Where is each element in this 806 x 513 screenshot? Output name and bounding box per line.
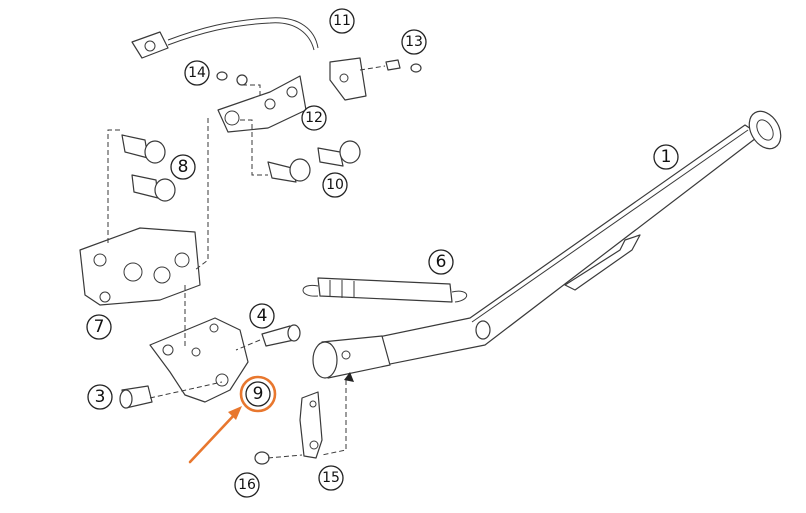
callout-9-label: 9: [253, 384, 264, 404]
highlight-marker: [188, 375, 277, 464]
callout-15-label: 15: [322, 470, 340, 486]
stand-bracket-plate: [149, 317, 249, 403]
mount-bracket: [79, 227, 201, 306]
callout-11: 11: [329, 8, 355, 34]
highlight-arrow: [188, 411, 238, 464]
highlight-ring: [239, 375, 277, 413]
callout-16-label: 16: [238, 477, 256, 493]
switch-plate: [217, 75, 307, 133]
callout-14: 14: [184, 60, 210, 86]
screw-16: [254, 451, 270, 465]
callout-4: 4: [249, 303, 275, 329]
spring: [302, 277, 468, 303]
pivot-bolt: [119, 385, 153, 409]
callout-13: 13: [401, 29, 427, 55]
highlight-arrowhead: [228, 406, 242, 420]
callout-15: 15: [318, 465, 344, 491]
callout-10-label: 10: [326, 177, 344, 193]
assembly-lines: [107, 65, 386, 459]
callout-14-label: 14: [188, 65, 206, 81]
callout-16: 16: [234, 472, 260, 498]
callout-12-label: 12: [305, 110, 323, 126]
callout-7: 7: [86, 314, 112, 340]
stand-pivot-tube: [312, 335, 391, 379]
callout-1-label: 1: [661, 147, 672, 167]
switch-actuator: [299, 391, 323, 459]
callout-8-label: 8: [178, 157, 189, 177]
callout-11-label: 11: [333, 13, 351, 29]
callout-7-label: 7: [94, 317, 105, 337]
bolts-8: [121, 134, 176, 202]
callout-12: 12: [301, 105, 327, 131]
direction-arrowhead: [344, 372, 354, 382]
callout-10: 10: [322, 172, 348, 198]
callout-6-label: 6: [436, 252, 447, 272]
callout-8: 8: [170, 154, 196, 180]
nut-14: [216, 71, 248, 86]
side-stand-leg: [339, 110, 782, 373]
callout-3-label: 3: [95, 387, 106, 407]
callout-9: 9: [245, 381, 271, 407]
side-stand-switch: [131, 17, 367, 101]
callout-4-label: 4: [257, 306, 268, 326]
callout-1: 1: [653, 144, 679, 170]
bolts-10: [267, 140, 361, 183]
callout-13-label: 13: [405, 34, 423, 50]
stand-pin: [261, 324, 301, 347]
callout-3: 3: [87, 384, 113, 410]
callout-6: 6: [428, 249, 454, 275]
screws-13: [385, 59, 422, 73]
